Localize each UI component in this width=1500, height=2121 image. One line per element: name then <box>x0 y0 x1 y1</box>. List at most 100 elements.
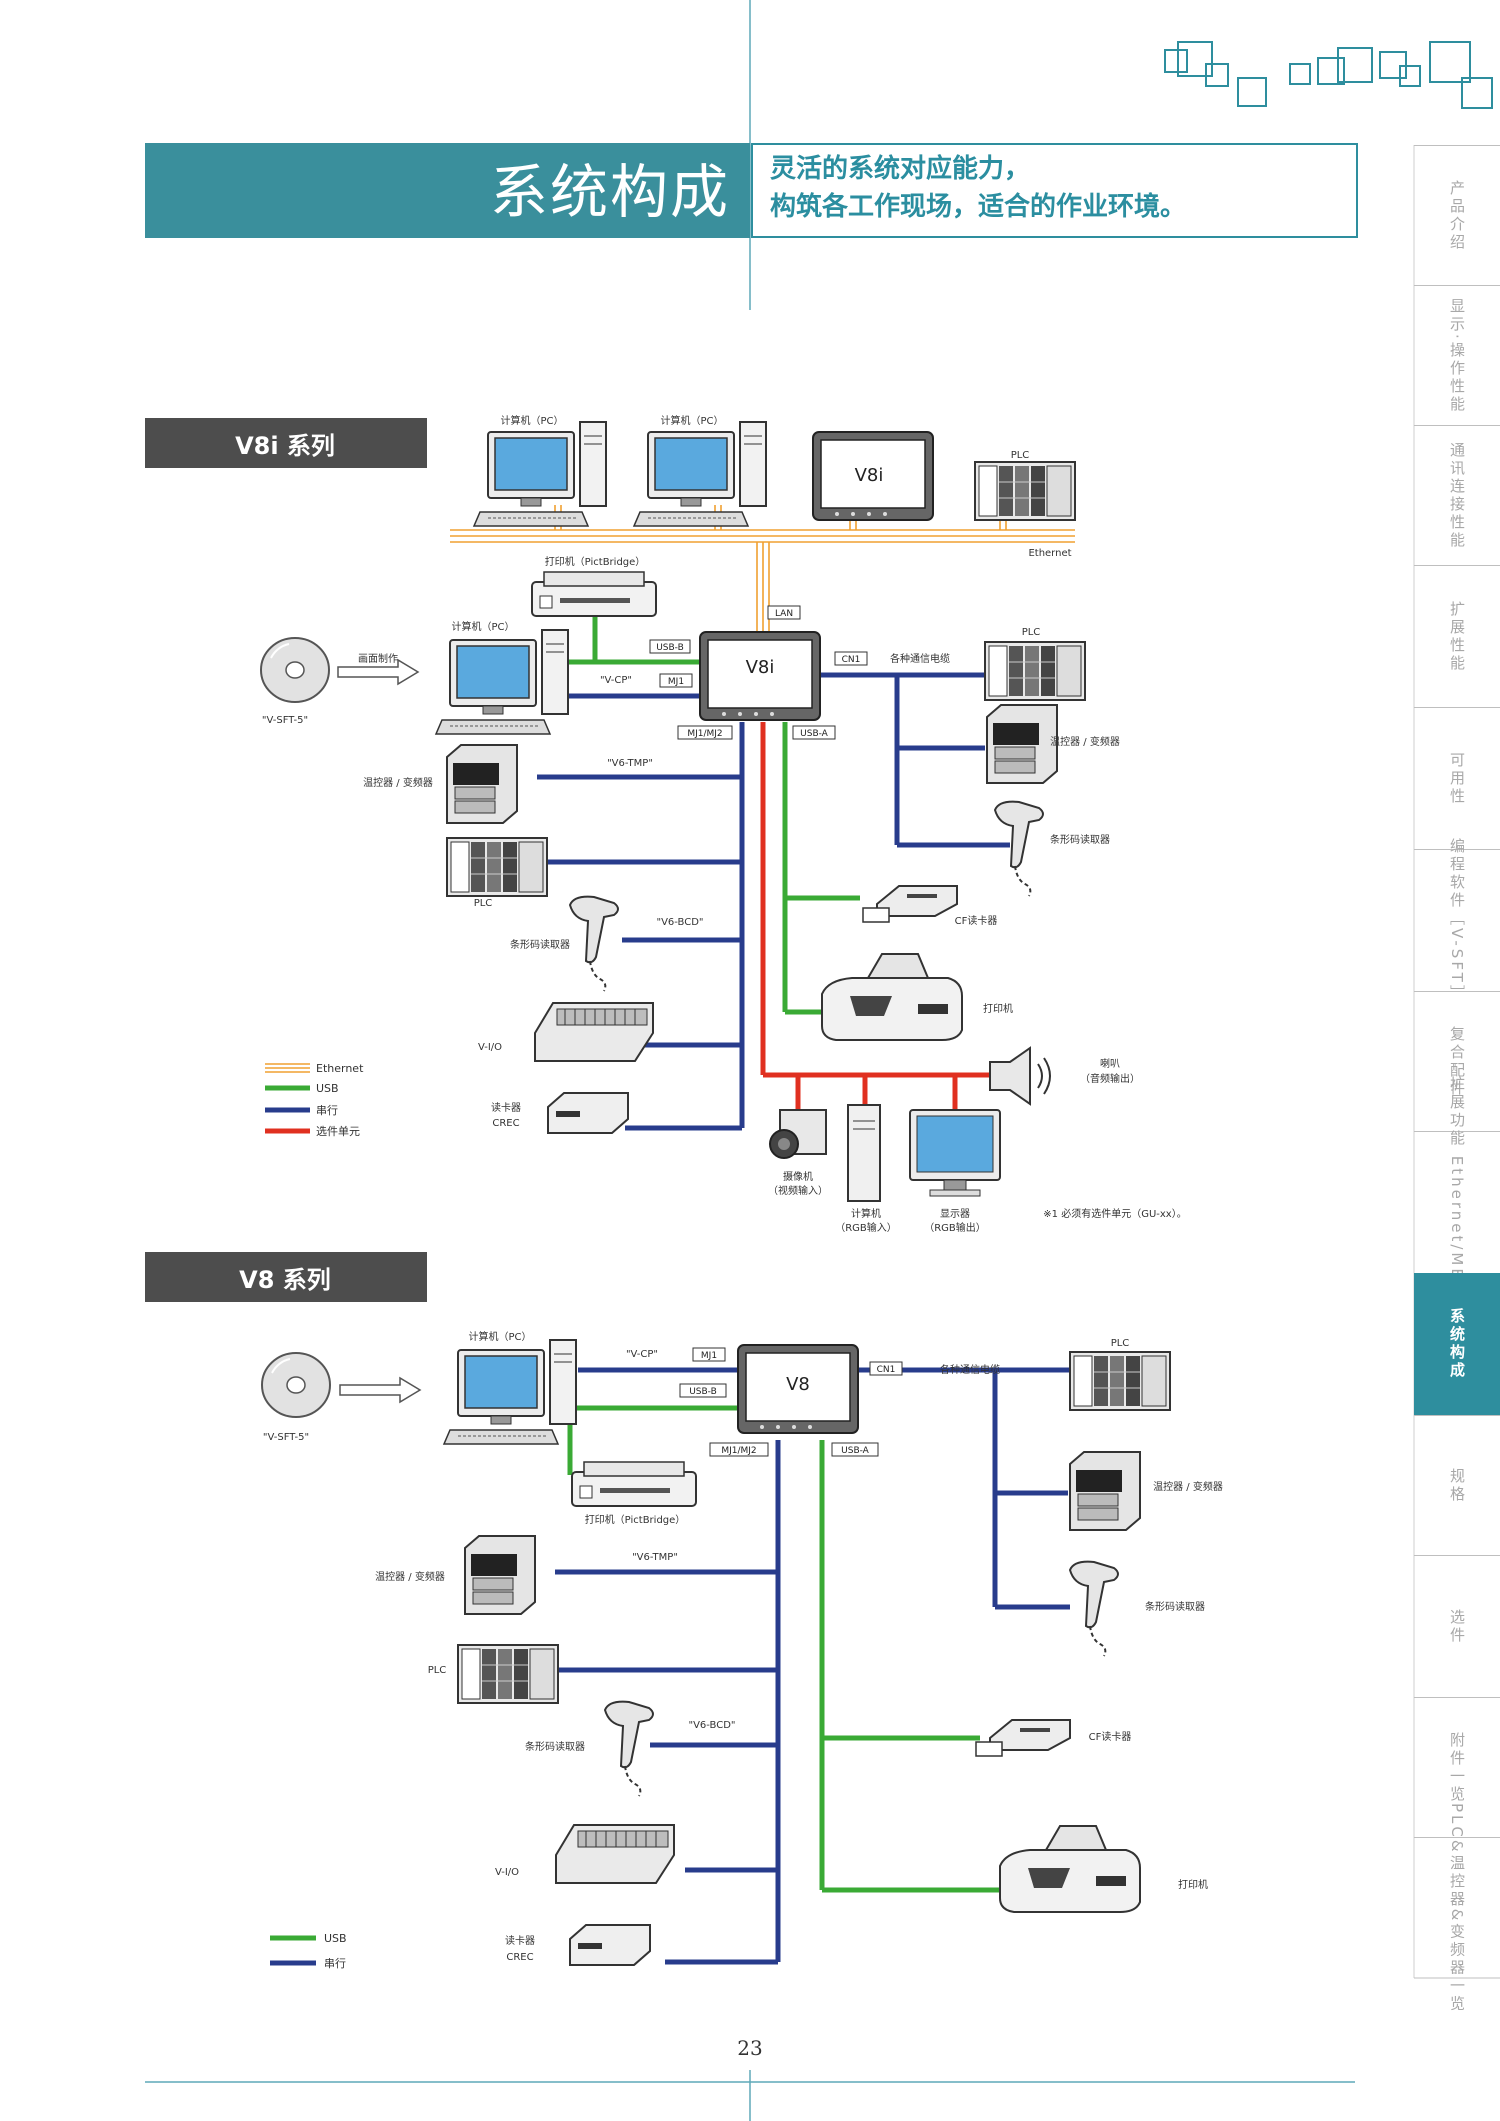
temp-controller-icon <box>464 1535 536 1615</box>
plc-icon <box>984 641 1086 701</box>
lan-label: LAN <box>775 609 793 619</box>
mj12-label: MJ1/MJ2 <box>721 1446 756 1456</box>
vbcd-label: "V6-BCD" <box>688 1720 735 1731</box>
screen-make-label: 画面制作 <box>358 652 398 665</box>
reader-label-1: 读卡器 <box>491 1101 521 1114</box>
legend-serial: 串行 <box>316 1104 338 1117</box>
usbb-label: USB-B <box>689 1387 717 1397</box>
temp-left-label: 温控器 / 变频器 <box>375 1570 445 1583</box>
tab-system-config[interactable]: 系统构成 <box>1414 1273 1500 1415</box>
arrow-right-icon <box>339 1377 421 1403</box>
tab-accessories[interactable]: 复合配件 <box>1414 991 1500 1131</box>
tower-pc-icon <box>847 1104 881 1202</box>
printer-icon <box>821 953 963 1041</box>
pc1-label: 计算机（PC） <box>500 414 563 427</box>
subtitle-line-2: 构筑各工作现场，适合的作业环境。 <box>770 192 1187 222</box>
tab-specifications[interactable]: 规格 <box>1414 1415 1500 1555</box>
tab-label: 附件一览 <box>1448 1731 1466 1804</box>
mj1-label: MJ1 <box>668 677 684 687</box>
cf-reader-icon <box>975 1719 1071 1757</box>
tab-vsft-software[interactable]: 编程软件［V-SFT］ <box>1414 838 1500 1003</box>
software-cd-icon <box>261 1352 331 1418</box>
tab-communication[interactable]: 通讯连接性能 <box>1414 425 1500 565</box>
serial-links <box>537 672 1050 1131</box>
plc-icon <box>974 461 1076 521</box>
pc-icon <box>633 421 767 527</box>
tab-label: 系统构成 <box>1448 1308 1466 1380</box>
printer-label: 打印机 <box>1178 1878 1208 1891</box>
page-title: 系统构成 <box>489 158 730 226</box>
printer-icon <box>999 1825 1141 1913</box>
plc-icon <box>457 1644 559 1704</box>
v8i-series-label: V8i 系列 <box>235 431 335 460</box>
tab-product-intro[interactable]: 产品介绍 <box>1414 145 1500 285</box>
serial-links <box>555 1367 1070 1965</box>
legend-option: 选件单元 <box>316 1125 360 1138</box>
page-subtitle: 灵活的系统对应能力， 构筑各工作现场，适合的作业环境。 <box>770 150 1330 226</box>
tab-usability[interactable]: 可用性 <box>1414 707 1500 849</box>
speaker-label-1: 喇叭 <box>1100 1058 1120 1070</box>
barcode-reader-icon <box>569 895 619 992</box>
legend-serial: 串行 <box>324 1957 346 1970</box>
temp-left-label: 温控器 / 变频器 <box>363 776 433 789</box>
reader-label-2: CREC <box>506 1952 533 1963</box>
tab-expansion[interactable]: 扩展性能 <box>1414 565 1500 707</box>
temp-controller-icon <box>986 704 1058 784</box>
printer-label: 打印机 <box>983 1002 1013 1015</box>
vio-icon <box>534 1002 654 1062</box>
pc-icon <box>435 629 569 735</box>
vtmp-label: "V6-TMP" <box>607 758 653 769</box>
tab-label: 显示·操作性能 <box>1448 297 1466 414</box>
pictbridge-label: 打印机（PictBridge） <box>545 555 646 568</box>
temp-controller-icon <box>446 744 518 824</box>
plc-icon <box>1069 1351 1171 1411</box>
tab-label: PLC&温控器&变频器一览 <box>1448 1802 1466 2014</box>
v8-series-label: V8 系列 <box>239 1265 331 1294</box>
camera-icon <box>769 1109 827 1159</box>
ethernet-label: Ethernet <box>1028 548 1071 559</box>
software-label: "V-SFT-5" <box>263 1432 309 1443</box>
vcp-label: "V-CP" <box>600 675 632 686</box>
tab-label: 通讯连接性能 <box>1448 441 1466 550</box>
speaker-icon <box>989 1046 1051 1106</box>
tab-label: 编程软件［V-SFT］ <box>1448 838 1466 1003</box>
option-links <box>760 722 990 1110</box>
cable-label: 各种通信电缆 <box>890 652 950 665</box>
plc-icon <box>446 837 548 897</box>
software-cd-icon <box>260 637 330 703</box>
cf-label: CF读卡器 <box>955 914 998 927</box>
tab-plc-list[interactable]: PLC&温控器&变频器一览 <box>1414 1803 1500 2013</box>
mj1-label: MJ1 <box>701 1351 717 1361</box>
tab-options[interactable]: 选件 <box>1414 1555 1500 1697</box>
camera-label-2: （视频输入） <box>768 1184 828 1197</box>
plc-left-label: PLC <box>474 898 493 909</box>
vtmp-label: "V6-TMP" <box>632 1552 678 1563</box>
tab-label: 规格 <box>1448 1467 1466 1504</box>
v8i-diagram: V8i V8i LAN USB-B MJ1 CN1 MJ1/MJ2 USB-A … <box>260 414 1187 1234</box>
cf-label: CF读卡器 <box>1089 1730 1132 1743</box>
vio-label: V-I/O <box>495 1867 519 1878</box>
v8i-legend: Ethernet USB 串行 选件单元 <box>265 1062 364 1138</box>
tab-label: 选件 <box>1448 1608 1466 1645</box>
temp-right-label: 温控器 / 变频器 <box>1050 735 1120 748</box>
pc-main-label: 计算机（PC） <box>451 620 514 633</box>
tab-label: 扩展性能 <box>1448 600 1466 673</box>
card-reader-icon <box>569 1924 651 1966</box>
tab-display-performance[interactable]: 显示·操作性能 <box>1414 285 1500 425</box>
tab-label: 产品介绍 <box>1448 179 1466 252</box>
cn1-label: CN1 <box>842 655 861 665</box>
corner-squares-icon <box>1164 41 1493 109</box>
page-number: 23 <box>737 2036 763 2060</box>
barcode-left-label: 条形码读取器 <box>525 1740 585 1753</box>
panel-name-main: V8i <box>746 657 775 678</box>
temp-controller-icon <box>1069 1451 1141 1531</box>
vio-label: V-I/O <box>478 1042 502 1053</box>
v8-legend: USB 串行 <box>270 1932 347 1970</box>
tab-label: 可用性 <box>1448 751 1466 806</box>
speaker-label-2: （音频输出） <box>1080 1072 1140 1085</box>
tab-appendix[interactable]: 附件一览 <box>1414 1697 1500 1837</box>
usba-label: USB-A <box>800 729 829 739</box>
pc-rgb-label-1: 计算机 <box>851 1207 881 1220</box>
note-label: ※1 必须有选件单元（GU-xx）。 <box>1043 1207 1186 1220</box>
plc-left-label: PLC <box>428 1665 447 1676</box>
